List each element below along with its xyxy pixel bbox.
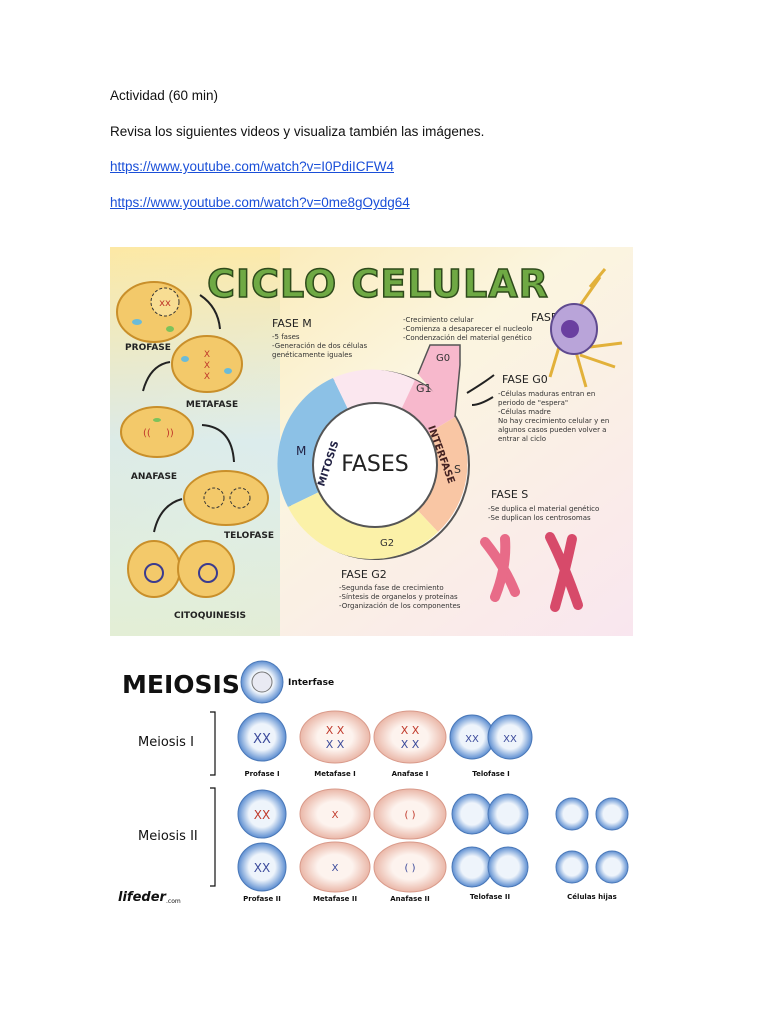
anafase-i-cell: X X X X: [373, 710, 447, 764]
svg-text:-5 fases: -5 fases: [272, 333, 300, 341]
svg-text:XX: XX: [254, 861, 270, 875]
fase-s-block: FASE S -Se duplica el material genético …: [488, 488, 599, 522]
ring-label-g0: G0: [436, 353, 450, 364]
citoquinesis-cell: [127, 540, 235, 598]
metafase-ii-cells: X X: [299, 788, 371, 893]
fase-g2-block: FASE G2 -Segunda fase de crecimiento -Sí…: [339, 568, 461, 610]
svg-text:xx: xx: [159, 298, 171, 309]
ciclo-title: CICLO CELULAR: [207, 262, 549, 306]
g0-arrows: [466, 374, 495, 406]
interfase-cell: [240, 660, 284, 704]
video-link-1[interactable]: https://www.youtube.com/watch?v=I0PdiICF…: [110, 159, 394, 174]
telofase-i-cell: XX XX: [449, 714, 533, 760]
ring-label-g2: G2: [380, 538, 394, 549]
label-metafase-i: Metafase I: [314, 770, 356, 778]
stage-label-anafase: ANAFASE: [131, 472, 177, 482]
svg-text:XX: XX: [465, 734, 479, 745]
svg-text:-Generación de dos células: -Generación de dos células: [272, 342, 368, 350]
stage-label-citoquinesis: CITOQUINESIS: [174, 611, 246, 621]
label-anafase-i: Anafase I: [392, 770, 429, 778]
svg-text:-Condenzación del material gen: -Condenzación del material genético: [403, 334, 532, 342]
svg-text:-Síntesis de organelos y prote: -Síntesis de organelos y proteínas: [339, 593, 458, 601]
label-profase-i: Profase I: [244, 770, 279, 778]
label-celulas-hijas: Células hijas: [567, 893, 617, 901]
label-telofase-i: Telofase I: [472, 770, 510, 778]
svg-text:XX: XX: [503, 734, 517, 745]
svg-text:-Comienza a desaparecer el nuc: -Comienza a desaparecer el nucleolo: [403, 325, 533, 333]
svg-text:( ): ( ): [405, 810, 416, 821]
profase-i-cell: XX: [237, 712, 287, 762]
svg-text:No hay crecimiento celular y e: No hay crecimiento celular y en: [498, 417, 609, 425]
interfase-label: Interfase: [288, 678, 334, 688]
ring-label-m: M: [296, 444, 306, 458]
svg-text:FASE S: FASE S: [491, 488, 528, 501]
svg-text:X X: X X: [401, 724, 420, 737]
svg-text:-Células maduras entran en: -Células maduras entran en: [498, 390, 595, 398]
svg-text:)): )): [166, 428, 174, 439]
svg-text:algunos casos pueden volver a: algunos casos pueden volver a: [498, 426, 606, 434]
meiosis-diagram: MEIOSIS Interfase Meiosis I Meiosis II X…: [110, 650, 650, 912]
metafase-cell: X X X: [171, 335, 243, 393]
telofase-cell: [183, 470, 269, 526]
anafase-cell: (( )): [120, 406, 194, 458]
meiosis1-label: Meiosis I: [138, 735, 194, 750]
center-label: FASES: [341, 452, 409, 477]
svg-text:-Segunda fase de crecimiento: -Segunda fase de crecimiento: [339, 584, 444, 592]
profase-ii-cells: XX XX: [237, 789, 287, 892]
svg-text:X: X: [204, 350, 210, 360]
stage-label-profase: PROFASE: [125, 343, 171, 353]
svg-text:X X: X X: [326, 724, 345, 737]
label-metafase-ii: Metafase II: [313, 895, 357, 903]
svg-text:periodo de "espera": periodo de "espera": [498, 399, 568, 407]
neuron-illustration: [548, 268, 623, 388]
activity-title: Actividad (60 min): [110, 88, 219, 103]
svg-text:FASE G0: FASE G0: [502, 373, 548, 386]
profase-cell: xx: [116, 281, 192, 343]
chromosome-illustration: [480, 532, 583, 612]
lifeder-logo-suffix: .com: [166, 898, 181, 905]
svg-text:genéticamente iguales: genéticamente iguales: [272, 351, 353, 359]
fase-m-block: FASE M -5 fases -Generación de dos célul…: [272, 317, 368, 359]
celulas-hijas-cells: [555, 797, 629, 884]
svg-text:X X: X X: [401, 738, 420, 751]
stage-arrows: [142, 294, 235, 533]
svg-text:X: X: [204, 372, 210, 382]
svg-text:-Células madre: -Células madre: [498, 408, 551, 416]
instruction-text: Revisa los siguientes videos y visualiza…: [110, 124, 485, 139]
label-profase-ii: Profase II: [243, 895, 281, 903]
svg-text:-Se duplica el material genéti: -Se duplica el material genético: [488, 505, 599, 513]
svg-text:FASE M: FASE M: [272, 317, 312, 330]
meiosis1-bracket: [210, 711, 216, 776]
svg-text:X X: X X: [326, 738, 345, 751]
svg-text:X: X: [332, 863, 339, 874]
anafase-ii-cells: ( ) ( ): [373, 788, 447, 893]
cycle-wheel: [277, 344, 470, 560]
lifeder-logo: lifeder: [118, 890, 168, 905]
svg-text:XX: XX: [253, 732, 271, 747]
label-anafase-ii: Anafase II: [390, 895, 429, 903]
svg-text:-Crecimiento celular: -Crecimiento celular: [403, 316, 474, 324]
svg-text:-Organización de los component: -Organización de los componentes: [339, 602, 461, 610]
metafase-i-cell: X X X X: [299, 710, 371, 764]
svg-text:((: ((: [143, 428, 151, 439]
label-telofase-ii: Telofase II: [470, 893, 510, 901]
ciclo-celular-infographic: CICLO CELULAR xx PROFASE X X X METAFASE …: [110, 247, 633, 636]
ring-label-g1: G1: [416, 382, 432, 395]
meiosis-title: MEIOSIS: [122, 670, 240, 699]
svg-text:XX: XX: [254, 808, 270, 822]
video-link-2[interactable]: https://www.youtube.com/watch?v=0me8gOyd…: [110, 195, 410, 210]
fase-g0-block: FASE G0 -Células maduras entran en perio…: [498, 373, 609, 443]
ring-label-s: S: [454, 463, 461, 476]
svg-text:entrar al ciclo: entrar al ciclo: [498, 435, 546, 443]
meiosis2-bracket: [210, 787, 216, 887]
svg-text:-Se duplican los centrosomas: -Se duplican los centrosomas: [488, 514, 591, 522]
svg-text:X: X: [332, 810, 339, 821]
stage-label-telofase: TELOFASE: [224, 531, 274, 541]
svg-text:X: X: [204, 361, 210, 371]
svg-text:( ): ( ): [405, 863, 416, 874]
meiosis2-label: Meiosis II: [138, 829, 198, 844]
stage-label-metafase: METAFASE: [186, 400, 238, 410]
svg-text:FASE G2: FASE G2: [341, 568, 387, 581]
telofase-ii-cells: [451, 793, 529, 888]
